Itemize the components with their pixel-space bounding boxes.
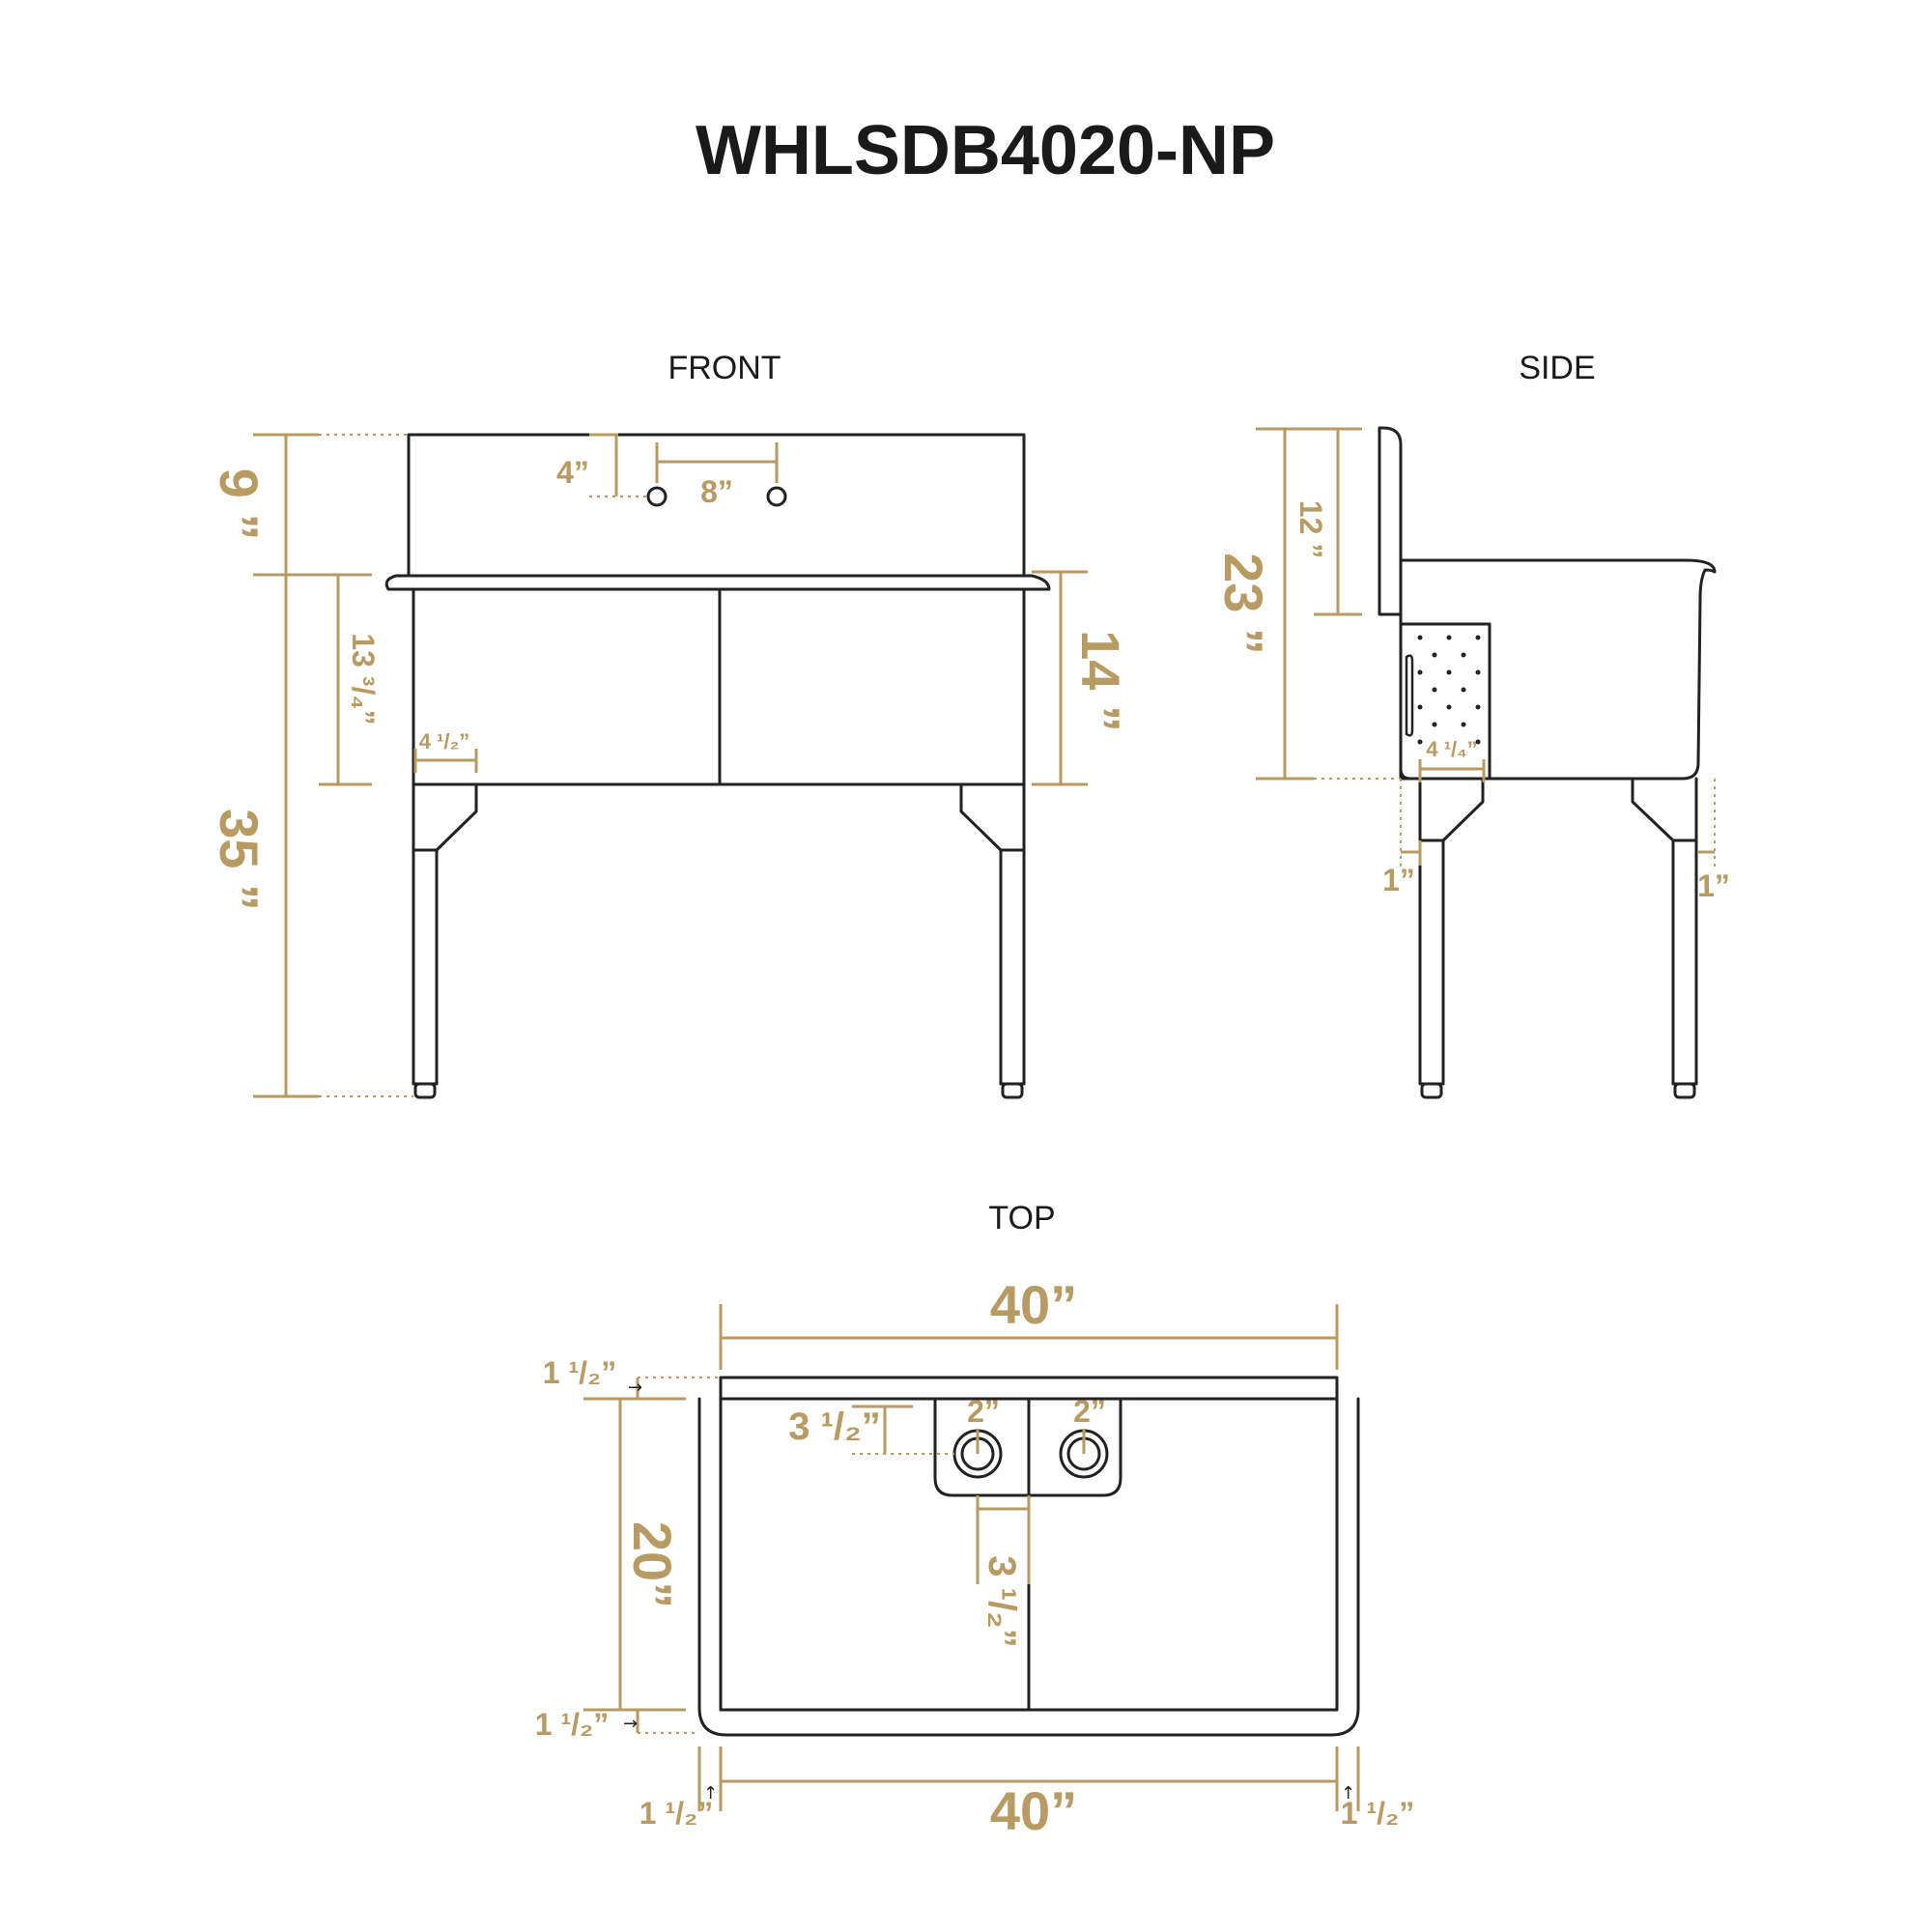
dim-top-right-offset: 1 ¹/₂” [1341,1796,1414,1831]
dim-top-width-back: 40” [990,1274,1077,1335]
dim-leg-inset: 4 ¹/₂” [419,729,470,753]
faucet-hole-left [646,486,668,507]
side-view: 23 ” 12 ” 4 ¹/₄” 1” 1” [1213,426,1730,1099]
dim-top-width-front: 40” [990,1780,1077,1841]
dim-top-left-offset: 1 ¹/₂” [639,1796,713,1831]
arrow-icon: → [623,1714,638,1734]
dim-side-leg-left: 1” [1382,863,1415,897]
arrow-icon: → [628,1378,642,1398]
dim-top-back-offset: 1 ¹/₂” [543,1355,616,1390]
dim-tub-inner-depth: 13 ³/₄” [346,633,381,724]
dim-top-depth: 20” [622,1521,683,1608]
dim-side-drain-offset: 4 ¹/₄” [1426,737,1477,761]
dim-side-total: 23 ” [1213,553,1274,655]
dim-faucet-drop: 4” [556,455,589,490]
dim-side-backsplash: 12 ” [1293,500,1328,558]
front-leg-right [959,782,1026,1086]
top-outer-rim [697,1397,1360,1737]
arrow-up-icon: ↑ [703,1783,718,1804]
dim-total-height: 35 ” [209,809,270,911]
side-view-label: SIDE [1519,350,1595,386]
basket-perforations [1417,635,1481,745]
front-foot-right [1001,1082,1024,1099]
front-rim [384,574,1051,591]
dim-drain-right-size: 2” [1073,1394,1106,1429]
side-leg-left [1418,777,1485,1086]
top-view: 40” 40” 20” 1 ¹/₂” 1 ¹/₂” 1 ¹/₂” 1 ¹/₂” … [535,1274,1414,1841]
front-leg-left [412,782,478,1086]
side-backsplash [1378,426,1403,616]
dim-faucet-spacing: 8” [700,474,733,509]
faucet-hole-right [766,486,787,507]
front-view-label: FRONT [668,350,781,386]
top-view-label: TOP [988,1200,1055,1236]
top-backsplash [719,1376,1339,1401]
front-foot-left [413,1082,437,1099]
model-title: WHLSDB4020-NP [696,112,1275,189]
front-view: 9 ” 35 ” 13 ³/₄” 14 ” 4” 8” 4 ¹/₂” [209,433,1131,1099]
dim-top-front-offset: 1 ¹/₂” [535,1707,609,1742]
dim-backsplash-height: 9 ” [209,469,270,541]
dim-drain-from-divider: 3 ¹/₂” [980,1555,1023,1648]
arrow-up-icon: ↑ [1341,1783,1355,1804]
dim-side-leg-right: 1” [1697,868,1730,903]
side-leg-right [1631,777,1698,1086]
dim-drain-from-back: 3 ¹/₂” [788,1406,881,1448]
side-drain-basket [1399,622,1492,781]
dim-drain-left-size: 2” [967,1394,1000,1429]
dim-tub-outer-depth: 14 ” [1070,630,1131,732]
